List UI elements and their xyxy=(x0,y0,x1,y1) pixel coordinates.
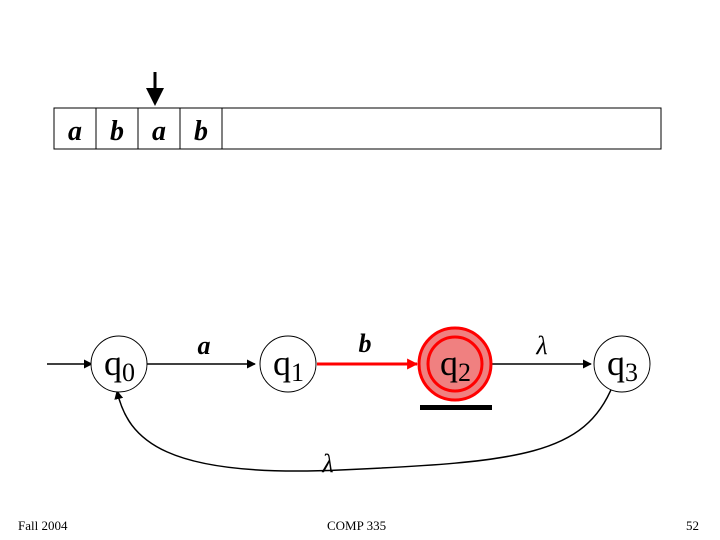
transition-label-lambda-1: λ xyxy=(535,331,547,360)
tape-head-arrow-icon xyxy=(146,72,164,106)
tape-cell-1: a xyxy=(68,116,82,147)
transition-label-a: a xyxy=(198,331,211,360)
transition-label-b: b xyxy=(359,329,372,358)
svg-text:q1: q1 xyxy=(273,343,304,387)
tape-cell-3: a xyxy=(152,116,166,147)
state-q0-sub: 0 xyxy=(122,358,135,387)
svg-text:q3: q3 xyxy=(607,343,638,387)
state-q2-base: q xyxy=(440,343,458,383)
footer-date: Fall 2004 xyxy=(18,518,68,533)
state-q1-sub: 1 xyxy=(291,358,304,387)
state-q1: q1 xyxy=(259,335,317,393)
state-q3-base: q xyxy=(607,343,625,383)
state-q3-sub: 3 xyxy=(625,358,638,387)
transition-q3-q0 xyxy=(114,384,614,472)
footer-course: COMP 335 xyxy=(327,518,387,533)
state-q2-sub: 2 xyxy=(458,358,471,387)
input-tape: a b a b xyxy=(53,107,662,150)
state-q3: q3 xyxy=(593,335,651,393)
svg-text:q0: q0 xyxy=(104,343,135,387)
footer-page-number: 52 xyxy=(686,518,699,533)
state-q2: q2 xyxy=(417,326,493,402)
svg-text:q2: q2 xyxy=(440,343,471,387)
tape-cell-4: b xyxy=(194,116,208,147)
tape-cell-2: b xyxy=(110,116,124,147)
accept-underline xyxy=(420,405,492,410)
state-q1-base: q xyxy=(273,343,291,383)
transition-label-lambda-2: λ xyxy=(321,449,333,478)
tape-border xyxy=(53,107,662,150)
state-q0: q0 xyxy=(90,335,148,393)
state-q0-base: q xyxy=(104,343,122,383)
